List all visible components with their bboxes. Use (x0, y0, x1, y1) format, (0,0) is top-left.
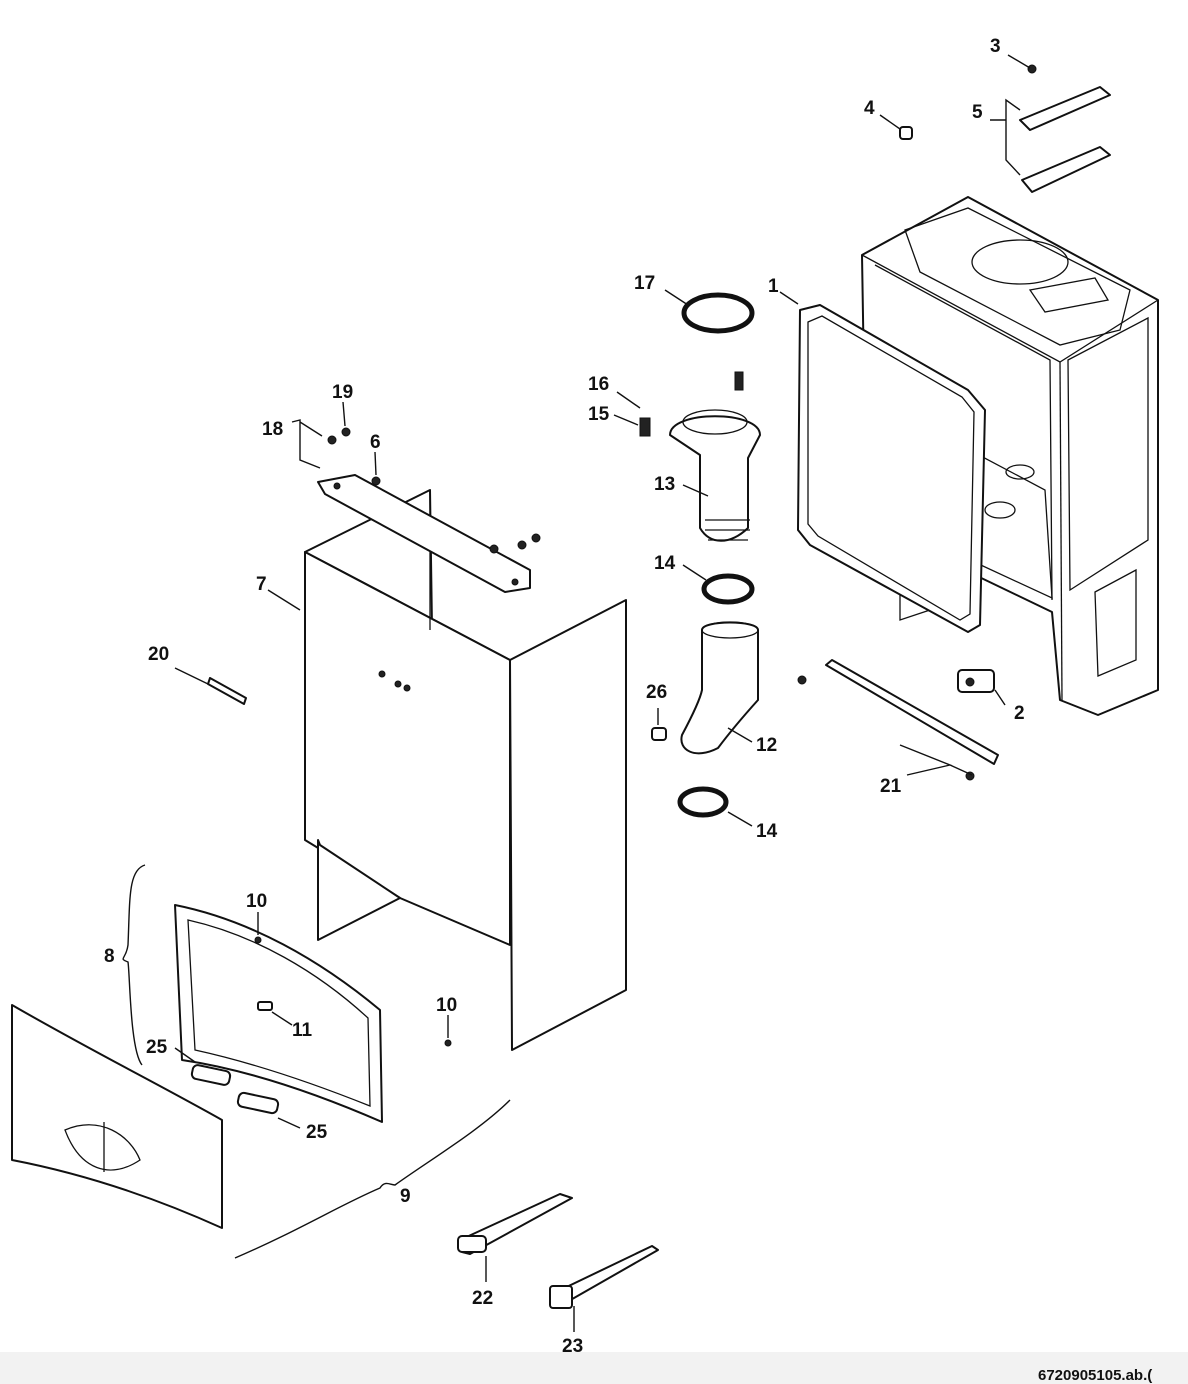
part-25-handles (190, 1064, 280, 1115)
label-1: 1 (768, 276, 779, 297)
label-2: 2 (1014, 703, 1025, 724)
part-14-seal-ring-top (701, 573, 755, 605)
label-10-lower: 10 (436, 995, 457, 1016)
drawing-reference: 6720905105.ab.( (1038, 1367, 1152, 1384)
label-3: 3 (990, 36, 1001, 57)
label-23: 23 (562, 1336, 583, 1357)
label-14-bottom: 14 (756, 821, 778, 842)
label-14-top: 14 (654, 553, 676, 574)
part-3-screw (1027, 64, 1037, 74)
label-4: 4 (864, 98, 875, 119)
label-12: 12 (756, 735, 777, 756)
part-26-sleeve (651, 727, 667, 741)
part-9-front-panel (11, 1004, 223, 1229)
label-18: 18 (262, 419, 283, 440)
part-7-front-casing (304, 489, 627, 1051)
part-20-badge (207, 677, 247, 705)
label-20: 20 (148, 644, 169, 665)
label-25-lower: 25 (306, 1122, 328, 1143)
part-19-screws (327, 427, 351, 445)
label-22: 22 (472, 1288, 493, 1309)
label-6: 6 (370, 432, 381, 453)
label-7: 7 (256, 574, 267, 595)
part-22-side-rail (457, 1193, 573, 1255)
part-14-seal-ring-bottom (677, 786, 729, 818)
part-17-seal-ring (681, 292, 755, 334)
part-8-inner-panel (174, 904, 383, 1123)
part-13-flue-adapter (669, 409, 761, 542)
part-6-screw (371, 476, 541, 554)
label-16: 16 (588, 374, 609, 395)
part-15-bolt (639, 417, 651, 437)
label-25-upper: 25 (146, 1037, 168, 1058)
part-5-cover-plates (1019, 86, 1111, 193)
label-26: 26 (646, 682, 667, 703)
label-13: 13 (654, 474, 675, 495)
part-2-valve (957, 669, 995, 693)
callout-labels: 1 2 3 4 5 6 7 8 9 10 10 11 12 13 14 14 1… (104, 36, 1025, 1357)
part-21-rail (797, 659, 999, 781)
bottom-footer-strip (0, 1352, 1188, 1384)
part-18-mounting-bracket (317, 474, 531, 593)
label-19: 19 (332, 382, 353, 403)
leader-lines (122, 54, 1031, 1332)
part-16-bolt (734, 371, 744, 391)
part-12-flue-bend (680, 621, 759, 755)
label-8: 8 (104, 946, 115, 967)
part-10-clip (444, 1039, 452, 1047)
part-23-side-rail (549, 1245, 659, 1309)
label-11: 11 (292, 1020, 313, 1041)
label-17: 17 (634, 273, 655, 294)
label-10-upper: 10 (246, 891, 267, 912)
part-1-frame-gasket (797, 304, 986, 633)
label-9: 9 (400, 1186, 411, 1207)
label-21: 21 (880, 776, 902, 797)
part-4-plug (899, 126, 913, 140)
label-15: 15 (588, 404, 610, 425)
label-5: 5 (972, 102, 983, 123)
